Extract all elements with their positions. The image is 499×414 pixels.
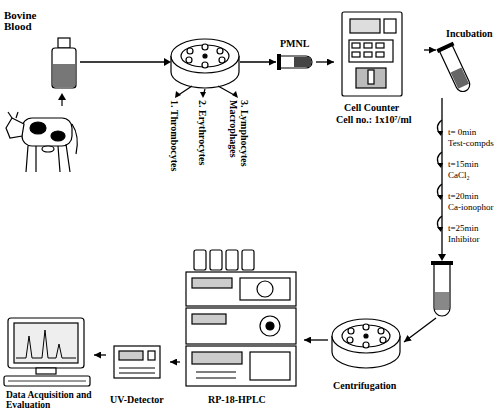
node-label: Cell no.: 1x10⁷/ml bbox=[336, 114, 412, 125]
flow-arrow bbox=[304, 339, 328, 340]
process-node: Data Acquisition and Evaluation bbox=[2, 316, 94, 412]
computer-figure bbox=[4, 318, 90, 386]
fraction-label: 1. Thrombocytes bbox=[169, 100, 180, 171]
process-node: PMNL bbox=[276, 38, 316, 72]
node-label: PMNL bbox=[280, 38, 309, 49]
incubation-tube bbox=[436, 42, 473, 95]
flow-arrow bbox=[170, 361, 180, 362]
process-node: Cell CounterCell no.: 1x10⁷/ml bbox=[334, 8, 424, 126]
node-label: Incubation bbox=[446, 28, 493, 39]
flow-arrow bbox=[94, 354, 106, 355]
node-label: Bovine Blood bbox=[4, 10, 50, 32]
timeline-label: Ca-ionophor bbox=[448, 202, 494, 212]
fraction-arrow bbox=[177, 86, 236, 96]
hplc-system bbox=[186, 250, 296, 386]
timeline-arrow bbox=[437, 120, 442, 230]
node-label: UV-Detector bbox=[110, 394, 164, 405]
fraction-label: 2. Erythrocytes bbox=[197, 100, 208, 165]
node-label: Data Acquisition and Evaluation bbox=[6, 390, 92, 410]
flow-arrow bbox=[424, 49, 436, 50]
pmnl-tube bbox=[277, 54, 312, 70]
centrifuge-symbol bbox=[332, 319, 400, 368]
timeline-label: t= 0min bbox=[448, 127, 476, 137]
centrifuge-symbol bbox=[171, 39, 239, 88]
node-label: RP-18-HPLC bbox=[208, 394, 266, 405]
cow-figure bbox=[6, 112, 77, 172]
sample-tube bbox=[431, 261, 453, 316]
timeline-label: t=20min bbox=[448, 191, 479, 201]
blood-bottle bbox=[52, 38, 76, 88]
cell-counter bbox=[342, 12, 402, 96]
timeline-label: Inhibitor bbox=[448, 234, 480, 244]
process-node: Centrifugation bbox=[328, 316, 404, 394]
process-node: Incubation bbox=[436, 28, 496, 98]
timeline-label: CaCl₂ bbox=[448, 170, 470, 180]
process-node: Bovine Blood bbox=[4, 6, 80, 92]
timeline-label: t=25min bbox=[448, 223, 479, 233]
flow-arrow bbox=[316, 61, 334, 62]
flow-arrow bbox=[404, 98, 442, 342]
uv-detector bbox=[114, 346, 160, 378]
node-label: Cell Counter bbox=[344, 102, 399, 113]
node-label: Centrifugation bbox=[333, 380, 396, 391]
flow-arrow bbox=[80, 61, 276, 62]
timeline-label: Test-compds bbox=[448, 138, 494, 148]
process-node: UV-Detector bbox=[106, 340, 170, 410]
timeline-label: t=15min bbox=[448, 159, 479, 169]
process-node: RP-18-HPLC bbox=[180, 244, 304, 410]
fraction-label: 3. Lymphocytes Macrophages bbox=[228, 100, 250, 178]
